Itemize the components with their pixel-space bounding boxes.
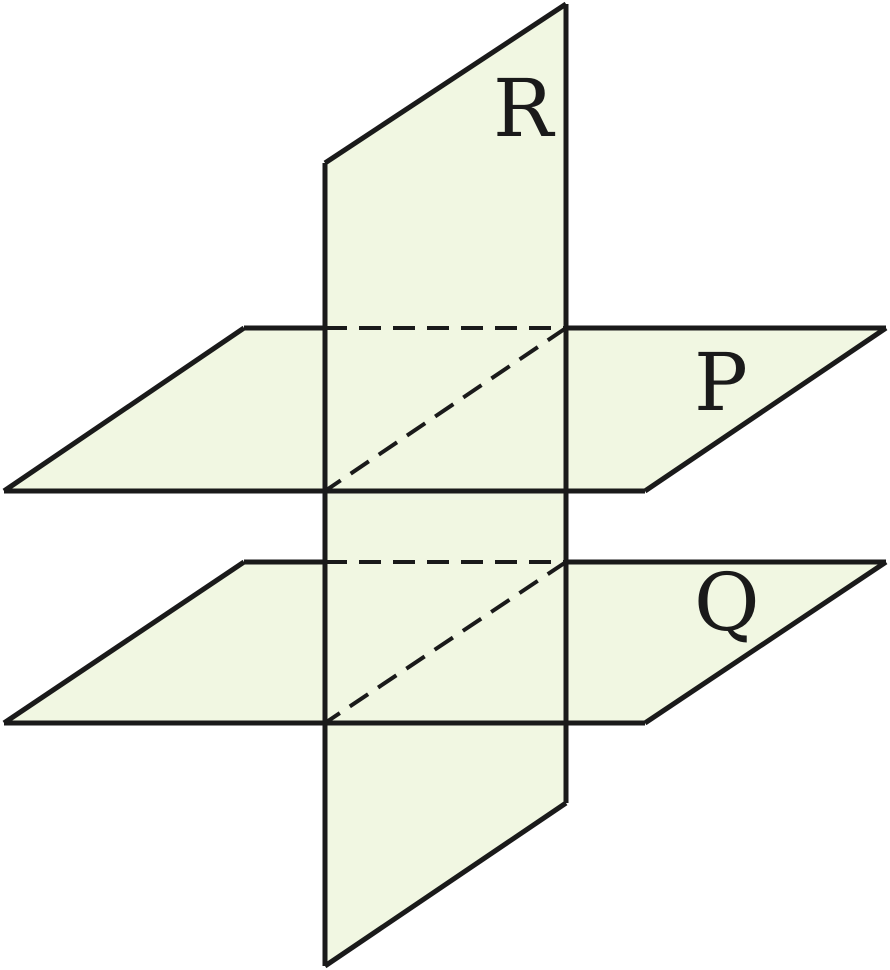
hidden-edges (323, 326, 568, 725)
plane-q-r-intersection-line (323, 560, 568, 725)
plane-p-r-intersection-line (323, 326, 568, 493)
plane-r-label: R (493, 62, 556, 155)
plane-r-edges (322, 1, 569, 969)
plane-p-label: P (694, 336, 748, 429)
plane-q-label: Q (694, 556, 760, 649)
